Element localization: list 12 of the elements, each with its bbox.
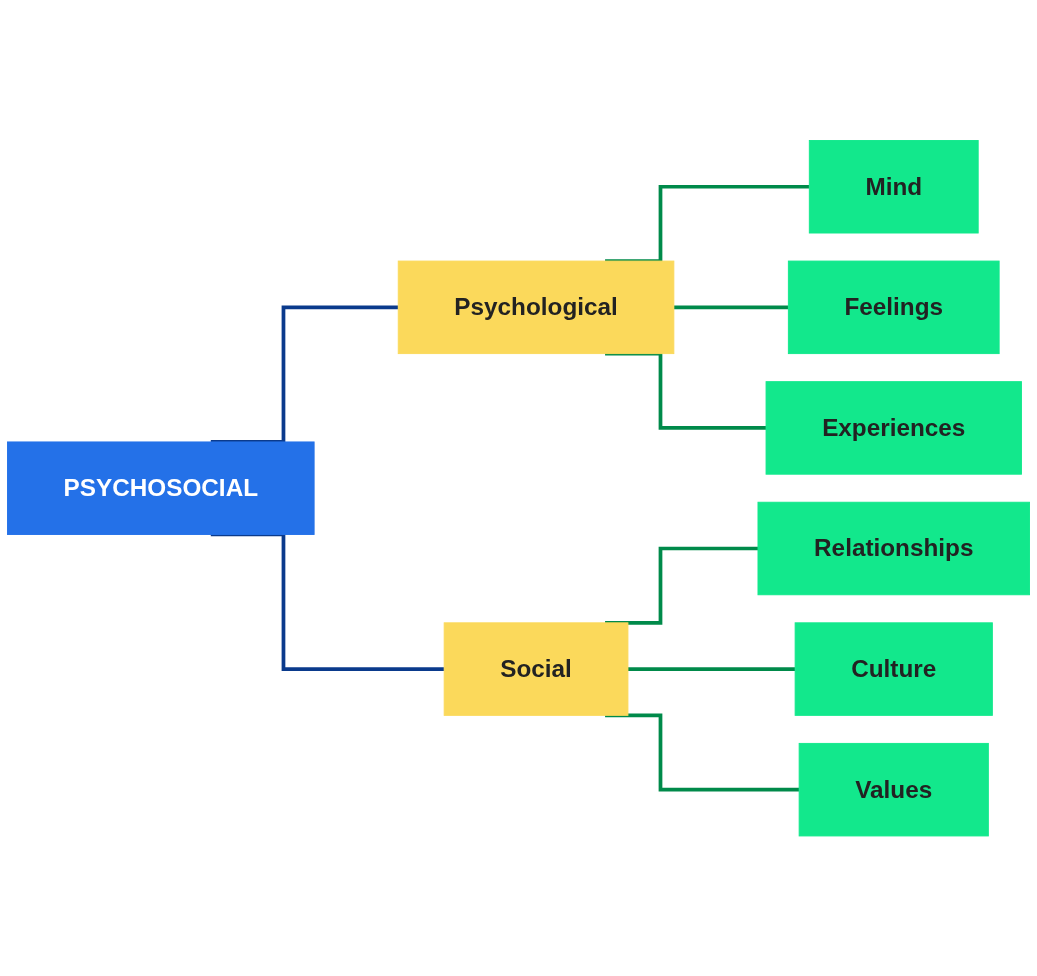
node-box: PSYCHOSOCIAL bbox=[7, 441, 315, 535]
connector bbox=[673, 305, 789, 309]
node-box: Mind bbox=[808, 139, 979, 234]
connector bbox=[627, 667, 796, 671]
node-box: Feelings bbox=[787, 260, 1000, 354]
node-box: Relationships bbox=[757, 501, 1030, 596]
node-box: Psychological bbox=[397, 260, 675, 354]
node-box: Experiences bbox=[765, 380, 1022, 475]
node-box: Values bbox=[798, 742, 989, 837]
node-box: Culture bbox=[794, 622, 993, 716]
node-box: Social bbox=[443, 622, 629, 716]
connector bbox=[605, 713, 800, 792]
